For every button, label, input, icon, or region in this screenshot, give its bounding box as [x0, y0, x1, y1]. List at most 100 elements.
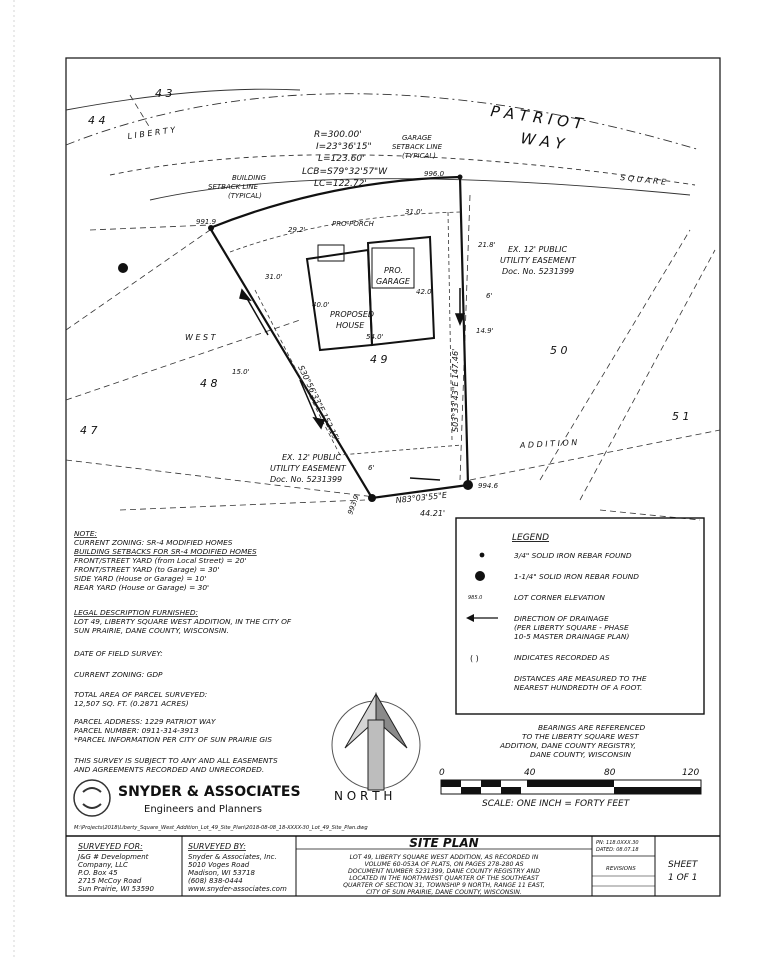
- svg-text:40: 40: [524, 768, 536, 778]
- svg-text:THIS SURVEY IS SUBJECT TO ANY: THIS SURVEY IS SUBJECT TO ANY AND ALL EA…: [74, 756, 278, 765]
- garage-setback-label: GARAGE SETBACK LINE (TYPICAL): [392, 134, 443, 160]
- svg-text:42.0: 42.0: [416, 288, 432, 296]
- proposed-house-label-1: PROPOSED: [330, 310, 374, 319]
- corner-monument: [368, 494, 376, 502]
- svg-text:SIDE YARD (House or Garage) =: SIDE YARD (House or Garage) = 10': [74, 574, 206, 583]
- svg-text:SURVEYED BY:: SURVEYED BY:: [188, 842, 246, 851]
- svg-text:0: 0: [439, 768, 445, 778]
- svg-text:54.0': 54.0': [366, 333, 384, 341]
- svg-text:LEGEND: LEGEND: [512, 533, 549, 543]
- svg-text:GARAGE: GARAGE: [402, 134, 432, 142]
- svg-text:VOLUME 60-053A OF PLATS, ON PA: VOLUME 60-053A OF PLATS, ON PAGES 278-28…: [364, 861, 523, 868]
- svg-text:SURVEYED FOR:: SURVEYED FOR:: [78, 842, 143, 851]
- street-west: W E S T: [185, 333, 217, 342]
- svg-text:R=300.00': R=300.00': [314, 130, 362, 140]
- svg-text:SETBACK LINE: SETBACK LINE: [392, 143, 443, 151]
- svg-text:(608) 838-0444: (608) 838-0444: [188, 877, 243, 885]
- bearings-note: BEARINGS ARE REFERENCED TO THE LIBERTY S…: [499, 723, 646, 759]
- svg-text:SCALE: ONE INCH = FORTY FEET: SCALE: ONE INCH = FORTY FEET: [482, 799, 631, 809]
- building-setback-label: BUILDING SETBACK LINE (TYPICAL): [208, 174, 267, 200]
- svg-text:(PER LIBERTY SQUARE - PHASE: (PER LIBERTY SQUARE - PHASE: [514, 623, 629, 632]
- svg-text:UTILITY EASEMENT: UTILITY EASEMENT: [500, 256, 577, 265]
- svg-text:40.0': 40.0': [312, 301, 330, 309]
- lot-49: 4 9: [370, 353, 388, 366]
- svg-text:994.6: 994.6: [478, 482, 499, 490]
- bearing-left: S30°56'33"E 152.15': [296, 364, 341, 443]
- corner-monument: [457, 174, 463, 180]
- svg-text:Doc. No. 5231399: Doc. No. 5231399: [502, 267, 574, 276]
- svg-text:PN: 118.0XXX.30: PN: 118.0XXX.30: [596, 840, 639, 846]
- svg-text:PARCEL ADDRESS: 1229 PATRIOT W: PARCEL ADDRESS: 1229 PATRIOT WAY: [74, 717, 216, 726]
- garage-inner: [371, 247, 415, 289]
- svg-text:REAR YARD (House or Garage) =: REAR YARD (House or Garage) = 30': [74, 583, 209, 592]
- legend: LEGEND 3/4" SOLID IRON REBAR FOUND 1-1/4…: [466, 533, 647, 692]
- street-lines: [65, 88, 701, 201]
- svg-text:985.0: 985.0: [468, 595, 482, 601]
- svg-text:BEARINGS ARE REFERENCED: BEARINGS ARE REFERENCED: [538, 723, 646, 732]
- svg-text:LCB=S79°32'57"W: LCB=S79°32'57"W: [302, 167, 388, 177]
- notes-block: NOTE: CURRENT ZONING: SR-4 MODIFIED HOME…: [73, 529, 292, 774]
- svg-text:2715 McCoy Road: 2715 McCoy Road: [78, 877, 142, 885]
- sheet-border: [65, 57, 721, 897]
- svg-text:6': 6': [486, 292, 492, 300]
- svg-text:10-5 MASTER DRAINAGE PLAN): 10-5 MASTER DRAINAGE PLAN): [514, 632, 629, 641]
- svg-text:DIRECTION OF DRAINAGE: DIRECTION OF DRAINAGE: [514, 614, 609, 623]
- drainage-arrows: [239, 288, 466, 481]
- pro-garage-label-2: GARAGE: [376, 277, 411, 286]
- svg-text:SHEET: SHEET: [668, 860, 699, 870]
- svg-text:LOCATED IN THE NORTHWEST QUART: LOCATED IN THE NORTHWEST QUARTER OF THE …: [349, 875, 540, 882]
- svg-text:DISTANCES ARE MEASURED TO THE: DISTANCES ARE MEASURED TO THE: [514, 674, 647, 683]
- svg-text:996.0: 996.0: [424, 170, 445, 178]
- svg-text:(TYPICAL): (TYPICAL): [228, 192, 262, 200]
- svg-text:DATE OF FIELD SURVEY:: DATE OF FIELD SURVEY:: [74, 649, 163, 658]
- svg-text:ADDITION, DANE COUNTY REGISTRY: ADDITION, DANE COUNTY REGISTRY,: [499, 741, 636, 750]
- svg-text:UTILITY EASEMENT: UTILITY EASEMENT: [270, 464, 347, 473]
- svg-text:1 OF 1: 1 OF 1: [668, 873, 697, 883]
- svg-text:29.2': 29.2': [288, 226, 306, 234]
- svg-text:14.9': 14.9': [476, 327, 494, 335]
- svg-text:Doc. No. 5231399: Doc. No. 5231399: [270, 475, 342, 484]
- lot-51: 5 1: [672, 410, 690, 423]
- svg-text:BUILDING SETBACKS FOR SR-4 MOD: BUILDING SETBACKS FOR SR-4 MODIFIED HOME…: [74, 547, 257, 556]
- scale-bar: 0 40 80 120 SCALE: ONE INCH = FORTY FEET: [439, 768, 702, 809]
- svg-text:FRONT/STREET YARD (to Garage): FRONT/STREET YARD (to Garage) = 30': [74, 565, 219, 574]
- svg-text:991.9: 991.9: [196, 218, 217, 226]
- title-block: SURVEYED FOR: J&G # Development Company,…: [66, 835, 720, 896]
- proposed-house-label-2: HOUSE: [336, 321, 365, 330]
- svg-text:15.0': 15.0': [232, 368, 250, 376]
- street-square: S Q U A R E: [620, 173, 668, 187]
- svg-text:EX. 12' PUBLIC: EX. 12' PUBLIC: [508, 245, 568, 254]
- svg-text:TOTAL AREA OF PARCEL SURVEYED:: TOTAL AREA OF PARCEL SURVEYED:: [74, 690, 207, 699]
- svg-text:CURRENT ZONING: SR-4 MODIFIED: CURRENT ZONING: SR-4 MODIFIED HOMES: [74, 538, 233, 547]
- street-way: W A Y: [519, 129, 567, 153]
- svg-text:EX. 12' PUBLIC: EX. 12' PUBLIC: [282, 453, 342, 462]
- porch-outline: [317, 244, 345, 262]
- svg-text:CITY OF SUN PRAIRIE, DANE COUN: CITY OF SUN PRAIRIE, DANE COUNTY, WISCON…: [366, 889, 522, 896]
- svg-text:L=123.60': L=123.60': [318, 154, 365, 164]
- easement-bottom-label: EX. 12' PUBLIC UTILITY EASEMENT Doc. No.…: [270, 453, 347, 484]
- svg-text:LOT CORNER ELEVATION: LOT CORNER ELEVATION: [514, 593, 605, 602]
- svg-text:*PARCEL INFORMATION PER CITY O: *PARCEL INFORMATION PER CITY OF SUN PRAI…: [74, 735, 272, 744]
- svg-text:12,507 SQ. FT. (0.2871 ACRES): 12,507 SQ. FT. (0.2871 ACRES): [74, 699, 189, 708]
- svg-text:SETBACK LINE: SETBACK LINE: [208, 183, 259, 191]
- pro-garage-label-1: PRO.: [384, 266, 403, 275]
- corner-monument: [463, 480, 473, 490]
- svg-text:Company, LLC: Company, LLC: [78, 861, 128, 869]
- svg-text:AND AGREEMENTS RECORDED AND UN: AND AGREEMENTS RECORDED AND UNRECORDED.: [73, 765, 264, 774]
- svg-text:NOTE:: NOTE:: [74, 529, 97, 538]
- proposed-garage-outline: [366, 235, 436, 347]
- svg-text:NEAREST HUNDREDTH OF A FOOT.: NEAREST HUNDREDTH OF A FOOT.: [514, 683, 642, 692]
- lot-48: 4 8: [200, 377, 218, 390]
- svg-text:I=23°36'15": I=23°36'15": [316, 142, 372, 152]
- svg-text:DATED: 08.07.18: DATED: 08.07.18: [596, 847, 639, 853]
- lot-47: 4 7: [80, 424, 98, 437]
- easement-top-label: EX. 12' PUBLIC UTILITY EASEMENT Doc. No.…: [500, 245, 577, 276]
- file-path: M:\Projects\2018\Liberty_Square_West_Add…: [74, 825, 368, 831]
- lot-50: 5 0: [550, 344, 568, 357]
- svg-text:BUILDING: BUILDING: [232, 174, 267, 182]
- svg-text:FRONT/STREET YARD (from Local: FRONT/STREET YARD (from Local Street) = …: [74, 556, 247, 565]
- svg-text:DOCUMENT NUMBER 5231399, DANE: DOCUMENT NUMBER 5231399, DANE COUNTY REG…: [348, 868, 540, 875]
- svg-text:LOT 49, LIBERTY SQUARE WEST AD: LOT 49, LIBERTY SQUARE WEST ADDITION, IN…: [74, 617, 292, 626]
- bearing-right: S03°33'43"E 147.46': [451, 349, 460, 432]
